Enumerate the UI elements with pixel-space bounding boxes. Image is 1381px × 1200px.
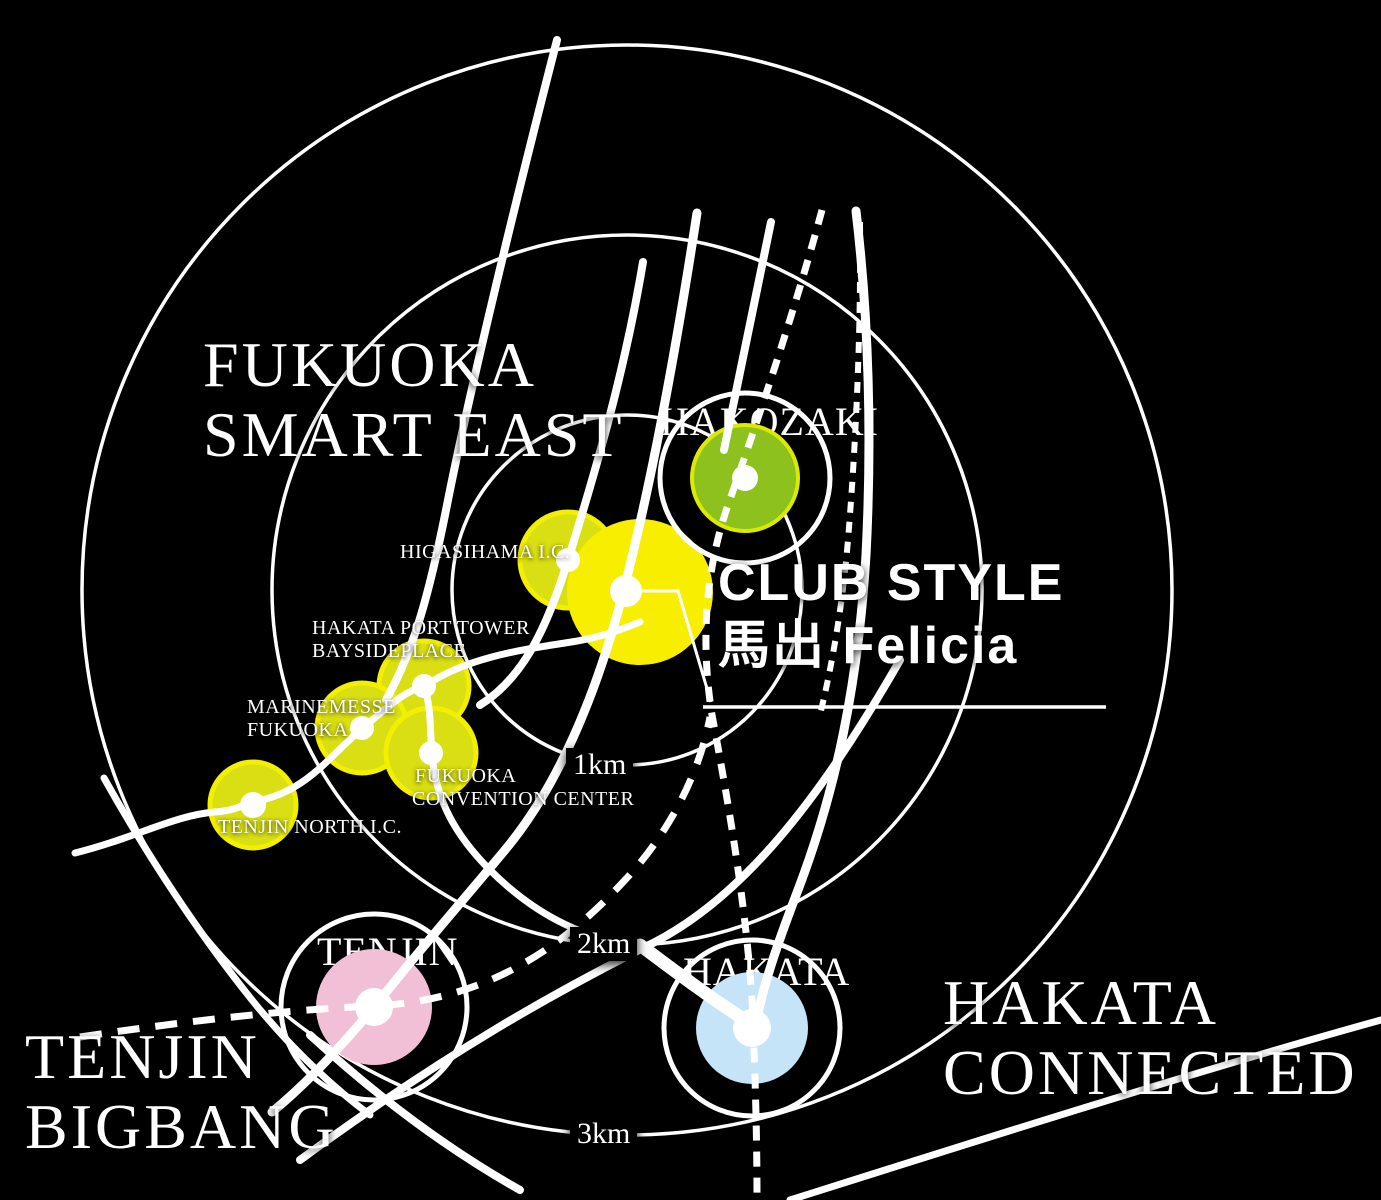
road-bottom-right <box>786 1016 1381 1200</box>
tenjin-north-dot <box>240 792 266 818</box>
station-rings <box>278 390 843 1119</box>
marker-dots <box>240 465 771 1047</box>
railway-jr-line <box>702 209 826 1200</box>
railways <box>79 209 864 1200</box>
property-callout <box>642 589 1106 709</box>
road-left-steep <box>100 774 374 1119</box>
marker-circles <box>207 423 808 1084</box>
road-west-diagonal <box>382 36 561 704</box>
property-connector-line <box>642 589 713 703</box>
tenjin-dot <box>355 988 393 1026</box>
road-tenjin-south <box>306 1031 524 1194</box>
marinemesse-dot <box>350 716 374 740</box>
hakata-dot <box>733 1009 771 1047</box>
railway-east-line <box>817 221 864 716</box>
higasihama-dot <box>556 548 580 572</box>
railway-subway-line <box>79 716 714 1041</box>
road-higasihama <box>476 258 647 709</box>
tenjin-ring <box>278 911 470 1103</box>
hakozaki-ring <box>657 390 833 566</box>
road-expressway <box>750 206 874 1033</box>
road-top-spur <box>720 218 775 454</box>
convention-dot <box>419 741 443 765</box>
hakozaki-dot <box>732 465 758 491</box>
property-dot <box>610 575 642 607</box>
hakata-ring <box>661 937 843 1119</box>
baysideplace-dot <box>412 674 436 698</box>
